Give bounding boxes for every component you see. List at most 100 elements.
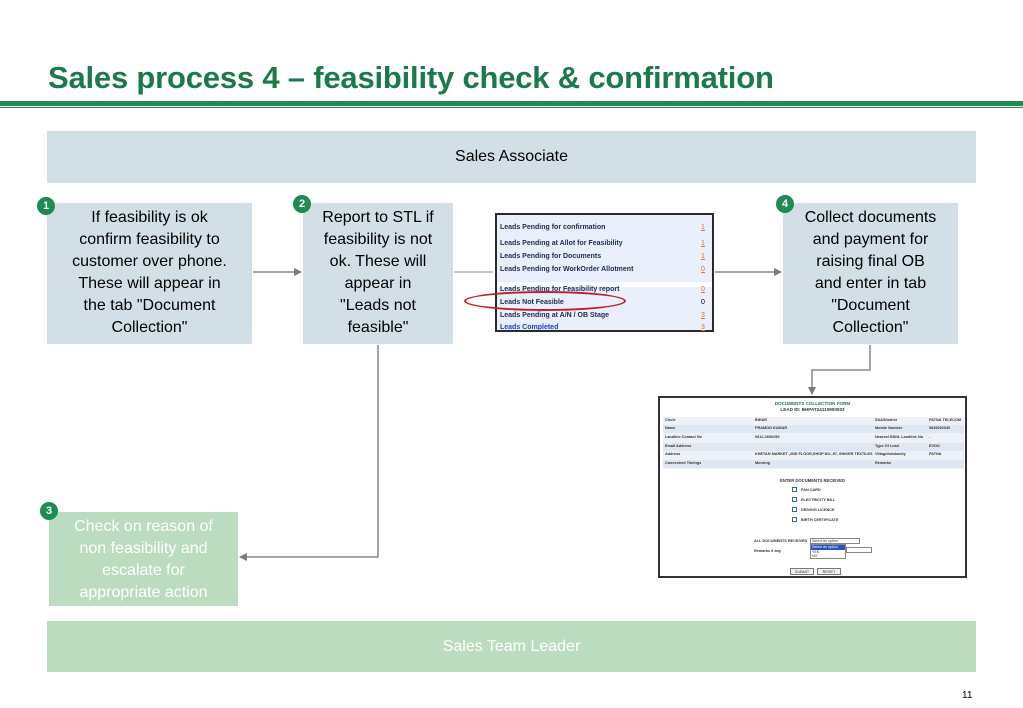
document-option: ELECTRICITY BILL (792, 496, 835, 503)
field-label: Email Address (665, 444, 692, 448)
field-label: Circle (665, 418, 676, 422)
leads-row: Leads Pending for Documents 1 (500, 250, 710, 262)
leads-row: Leads Pending for confirmation 1 (500, 221, 710, 233)
field-value: PATNA (929, 452, 942, 456)
document-checkbox[interactable] (792, 517, 797, 522)
lane-sales-team-leader: Sales Team Leader (47, 621, 976, 672)
step-4-line: and payment for (812, 231, 929, 248)
leads-row-label: Leads Pending for confirmation (500, 223, 606, 231)
leads-row-count[interactable]: 3 (701, 311, 705, 319)
highlight-oval (464, 291, 626, 311)
field-label: Landline Contact No (665, 435, 702, 439)
step-2-box: Report to STL if feasibility is not ok. … (303, 203, 453, 344)
field-value: EVDO (929, 444, 940, 448)
step-4-line: raising final OB (816, 253, 925, 270)
document-option: DRIVING LICENCE (792, 506, 835, 513)
step-1-line: If feasibility is ok (91, 209, 208, 226)
field-label: Convenient Timings (665, 461, 702, 465)
step-4-line: and enter in tab (814, 275, 927, 292)
table-row: Address KHETAN MARKET ,2ND FLOOR,SHOP NO… (663, 451, 964, 459)
document-checkbox[interactable] (792, 507, 797, 512)
leads-separator (497, 282, 712, 287)
lane-sales-team-leader-label: Sales Team Leader (442, 637, 581, 655)
all-received-label: ALL DOCUMENTS RECEIVED (754, 539, 808, 543)
document-checkbox[interactable] (792, 497, 797, 502)
leads-row-count[interactable]: 1 (701, 223, 705, 231)
step-4-line: "Document (831, 297, 910, 314)
step-2-line: feasible" (347, 319, 409, 336)
field-value: - (929, 435, 931, 439)
form-title: DOCUMENTS COLLECTION FORM (774, 401, 851, 406)
slide-title: Sales process 4 – feasibility check & co… (48, 60, 774, 95)
remarks-label: Remarks if any (754, 549, 782, 553)
leads-row-count[interactable]: 0 (701, 285, 705, 293)
form-heading: DOCUMENTS COLLECTION FORM LEAD ID: BHPAT… (660, 401, 965, 413)
field-label: Remarks (875, 461, 892, 465)
document-label: DRIVING LICENCE (801, 507, 835, 512)
field-value: KHETAN MARKET ,2ND FLOOR,SHOP NO.-97, SH… (755, 452, 873, 456)
leads-row-count[interactable]: 3 (701, 323, 705, 331)
document-checkbox[interactable] (792, 487, 797, 492)
step-3-line: Check on reason of (74, 518, 213, 535)
step-2-line: feasibility is not (323, 231, 433, 248)
field-value: 0612-2690259 (755, 435, 780, 439)
step-1-line: These will appear in (78, 275, 221, 292)
form-details-table: Circle BIHAR SSA/District PATNA TELECOM … (663, 417, 964, 469)
step-1-line: the tab "Document (83, 297, 216, 314)
title-underline-thin (0, 107, 1023, 108)
field-value: 9835292340 (929, 426, 951, 430)
leads-row-label: Leads Pending at Allot for Feasibility (500, 239, 623, 247)
leads-row-count[interactable]: 0 (701, 265, 705, 273)
arrow-step4-to-form (808, 345, 871, 395)
document-label: PAN CARD (801, 487, 821, 492)
leads-row-label: Leads Pending for Feasibility report (500, 285, 620, 293)
step-1-line: customer over phone. (72, 253, 227, 270)
step-2-line: ok. These will (329, 253, 427, 270)
leads-row-count[interactable]: 1 (701, 252, 705, 260)
field-value: PRAMOD KUMAR (755, 426, 788, 430)
page-number: 11 (962, 690, 973, 701)
select-option[interactable]: NO (812, 554, 818, 558)
select-option[interactable]: Select an option (811, 545, 845, 550)
step-1-box: If feasibility is ok confirm feasibility… (47, 203, 252, 344)
table-row: Email Address Type Of Lead EVDO (663, 443, 964, 451)
table-row: Landline Contact No 0612-2690259 Nearest… (663, 434, 964, 442)
field-label: Mobile Number (875, 426, 903, 430)
leads-row: Leads Pending for Feasibility report 0 (500, 283, 710, 295)
step-3-line: appropriate action (79, 584, 208, 601)
leads-row-count[interactable]: 1 (701, 239, 705, 247)
step-2-line: Report to STL if (322, 209, 434, 226)
document-label: BIRTH CERTIFICATE (801, 517, 839, 522)
select-option[interactable]: YES (812, 549, 820, 554)
leads-row: Leads Completed 3 (500, 321, 710, 333)
step-3-badge: 3 (40, 502, 58, 520)
remarks-input[interactable] (846, 547, 872, 553)
step-4-box: Collect documents and payment for raisin… (783, 203, 958, 344)
leads-row: Leads Pending at Allot for Feasibility 1 (500, 237, 710, 249)
step-1-line: Collection" (111, 319, 188, 336)
step-4-badge: 4 (776, 195, 794, 213)
reset-button[interactable]: RESET (817, 568, 841, 575)
leads-row: Leads Pending for WorkOrder Allotment 0 (500, 263, 710, 275)
step-2-line: appear in (344, 275, 412, 292)
step-3-box: Check on reason of non feasibility and e… (49, 512, 238, 606)
step-3-line: non feasibility and (79, 540, 208, 557)
step-1-badge: 1 (37, 197, 55, 215)
leads-row-label[interactable]: Leads Completed (500, 323, 559, 331)
table-row: Convenient Timings Morning Remarks (663, 460, 964, 468)
all-received-select[interactable]: Select an option (810, 538, 860, 544)
field-label: SSA/District (875, 418, 897, 422)
table-row: Circle BIHAR SSA/District PATNA TELECOM (663, 417, 964, 425)
field-label: Village/talukacity (875, 452, 906, 456)
leads-status-panel: Leads Pending for confirmation 1 Leads P… (495, 213, 714, 332)
field-value: BIHAR (755, 418, 768, 422)
field-label: Address (665, 452, 681, 456)
step-3-line: escalate for (102, 562, 185, 579)
field-value: PATNA TELECOM (929, 418, 961, 422)
step-2-badge: 2 (293, 195, 311, 213)
document-option: BIRTH CERTIFICATE (792, 516, 838, 523)
submit-button[interactable]: SUBMIT (790, 568, 814, 575)
table-row: Name PRAMOD KUMAR Mobile Number 98352923… (663, 425, 964, 433)
leads-row-count: 0 (701, 298, 705, 306)
